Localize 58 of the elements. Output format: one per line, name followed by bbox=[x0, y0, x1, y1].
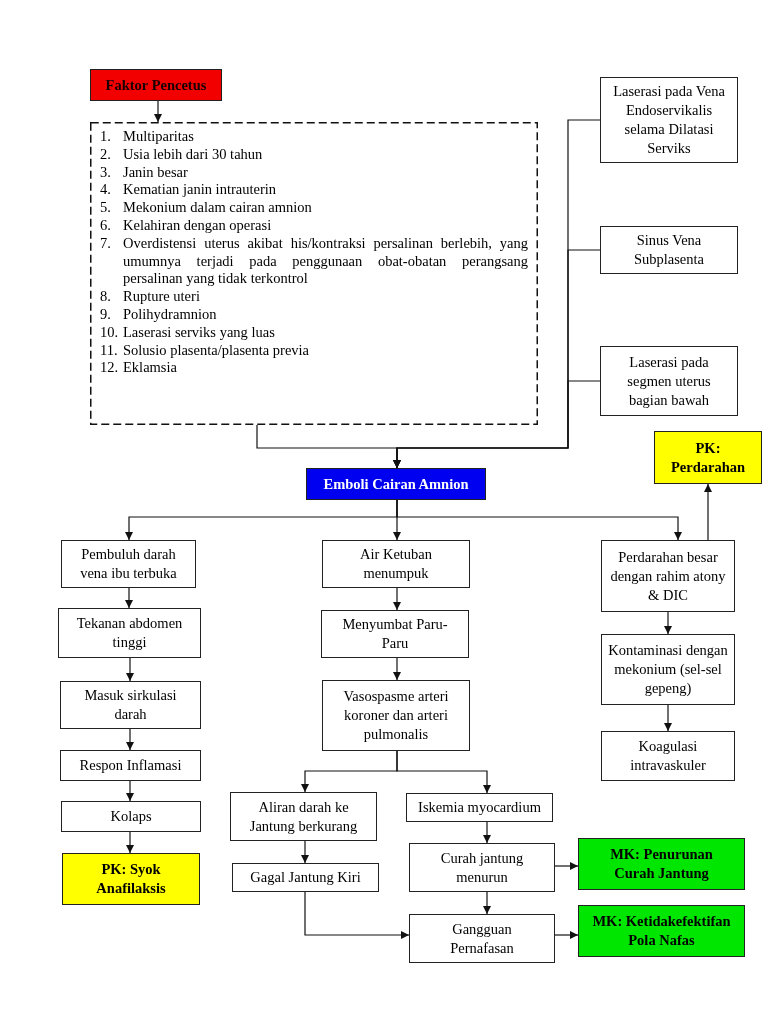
arrow bbox=[664, 611, 672, 635]
diagnosis-box: MK: Penurunan Curah Jantung bbox=[578, 838, 745, 890]
process-box: Pembuluh darah vena ibu terbuka bbox=[61, 540, 196, 588]
diagnosis-box: MK: Ketidakefektifan Pola Nafas bbox=[578, 905, 745, 957]
process-box: Aliran darah ke Jantung berkurang bbox=[230, 792, 377, 841]
list-item: 2. Usia lebih dari 30 tahun bbox=[100, 145, 264, 164]
process-box: Masuk sirkulasi darah bbox=[60, 681, 201, 729]
process-box: Kontaminasi dengan mekonium (sel-sel gepeng) bbox=[601, 634, 735, 705]
diagnosis-box: PK: Syok Anafilaksis bbox=[62, 853, 200, 905]
process-box: Vasospasme arteri koroner dan arteri pulmonalis bbox=[322, 680, 470, 751]
arrow bbox=[393, 587, 401, 611]
arrow bbox=[393, 657, 401, 681]
process-box: Kolaps bbox=[61, 801, 201, 832]
arrow bbox=[554, 862, 579, 870]
process-box: Gangguan Pernafasan bbox=[409, 914, 555, 963]
arrow bbox=[396, 499, 682, 541]
diagnosis-box: PK: Perdarahan bbox=[654, 431, 762, 484]
arrow bbox=[304, 891, 410, 939]
process-box: Laserasi pada Vena Endoservikalis selama Dilatasi Serviks bbox=[600, 77, 738, 163]
list-item: 5. Mekonium dalam cairan amnion bbox=[100, 199, 313, 217]
process-box: Tekanan abdomen tinggi bbox=[58, 608, 201, 658]
arrow bbox=[126, 657, 134, 682]
list-item: 10. Laserasi serviks yang luas bbox=[100, 323, 276, 342]
arrow bbox=[483, 821, 491, 844]
arrow bbox=[301, 840, 309, 864]
arrow bbox=[396, 750, 491, 794]
process-box: Menyumbat Paru-Paru bbox=[321, 610, 469, 658]
arrow bbox=[704, 483, 712, 541]
arrow bbox=[126, 728, 134, 751]
process-box: Iskemia myocardium bbox=[406, 793, 553, 822]
process-box: Respon Inflamasi bbox=[60, 750, 201, 781]
arrow bbox=[126, 831, 134, 854]
arrow bbox=[125, 587, 133, 609]
arrow bbox=[664, 704, 672, 732]
list-box bbox=[90, 122, 538, 425]
list-item: 3. Janin besar bbox=[100, 163, 189, 182]
list-item: 12. Eklamsia bbox=[100, 359, 178, 378]
list-item: 7. Overdistensi uterus akibat his/kontraksi persalinan berlebih, yang umumnya terjadi pada penggunaan obat-obatan perangsang persalinan yang tidak terkontrol bbox=[100, 234, 528, 289]
process-box: Curah jantung menurun bbox=[409, 843, 555, 892]
list-item: 11. Solusio plasenta/plasenta previa bbox=[100, 341, 311, 360]
arrow bbox=[554, 931, 579, 939]
process-box: Gagal Jantung Kiri bbox=[232, 863, 379, 892]
list-item: 6. Kelahiran dengan operasi bbox=[100, 217, 273, 235]
process-box: Koagulasi intravaskuler bbox=[601, 731, 735, 781]
arrow bbox=[126, 780, 134, 802]
process-box: Laserasi pada segmen uterus bagian bawah bbox=[600, 346, 738, 416]
process-box: Sinus Vena Subplasenta bbox=[600, 226, 738, 274]
list-item: 4. Kematian janin intrauterin bbox=[100, 181, 277, 200]
arrow bbox=[393, 380, 601, 469]
process-box: Perdarahan besar dengan rahim atony & DIC bbox=[601, 540, 735, 612]
arrow bbox=[154, 100, 162, 123]
list-item: 9. Polihydramnion bbox=[100, 305, 218, 324]
list-item: 8. Rupture uteri bbox=[100, 288, 201, 306]
arrow bbox=[483, 891, 491, 915]
central-box: Emboli Cairan Amnion bbox=[306, 468, 486, 500]
list-item: 1. Multiparitas bbox=[100, 128, 195, 146]
process-box: Air Ketuban menumpuk bbox=[322, 540, 470, 588]
heading-box: Faktor Pencetus bbox=[90, 69, 222, 101]
